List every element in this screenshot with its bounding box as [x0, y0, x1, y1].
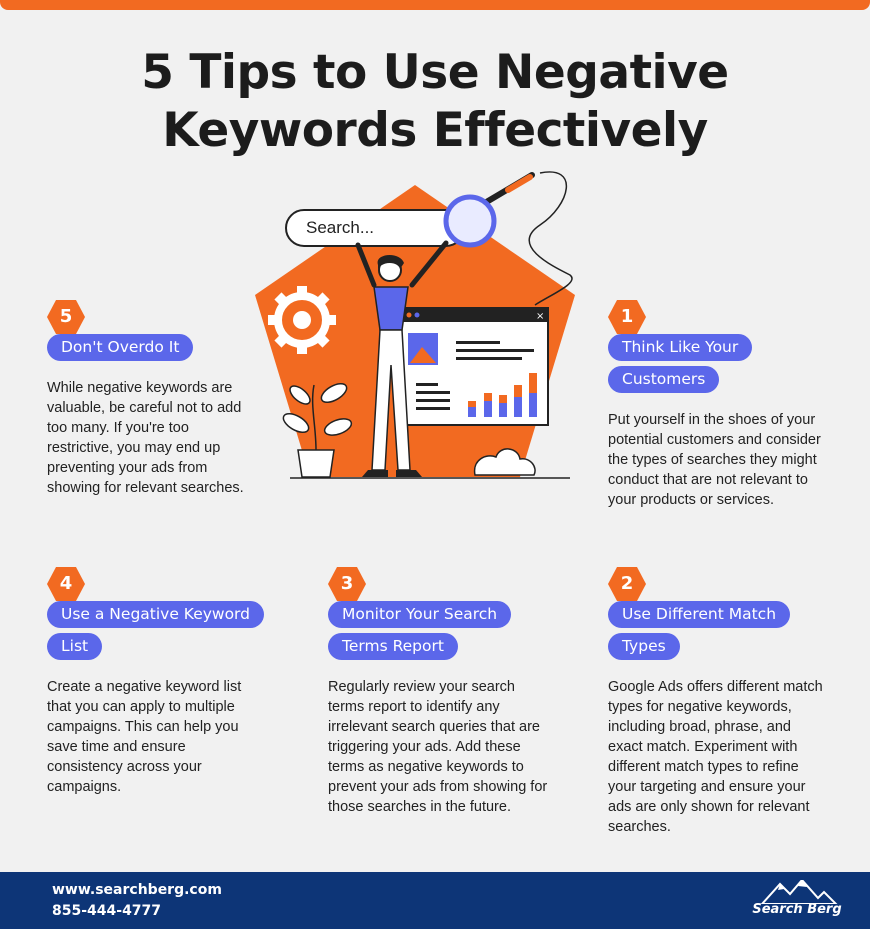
tip-heading-line-2: Terms Report	[328, 633, 458, 660]
plant-pot	[297, 449, 335, 478]
tip-heading-line-1: Think Like Your	[608, 334, 753, 361]
tip-card-1: 1 Think Like Your Customers Put yourself…	[608, 300, 828, 510]
tip-number: 4	[59, 573, 73, 594]
tip-heading-line-2: List	[47, 633, 103, 660]
tip-card-2: 2 Use Different Match Types Google Ads o…	[608, 567, 828, 837]
tip-number: 3	[340, 573, 354, 594]
tip-number: 5	[59, 306, 73, 327]
search-placeholder-text: Search...	[306, 218, 375, 237]
title-line-2: Keywords Effectively	[162, 103, 708, 158]
tip-body: Google Ads offers different match types …	[608, 679, 823, 835]
svg-text:×: ×	[536, 311, 544, 322]
tip-number-badge: 2	[608, 567, 646, 601]
tip-number-badge: 1	[608, 300, 646, 334]
tip-number-badge: 3	[328, 567, 366, 601]
footer-phone: 855-444-4777	[52, 903, 162, 919]
tip-heading-line-2: Types	[608, 633, 680, 660]
footer-bar: www.searchberg.com 855-444-4777 Search B…	[0, 872, 870, 929]
tip-body: Put yourself in the shoes of your potent…	[608, 412, 821, 508]
tip-heading-line-1: Use Different Match	[608, 601, 791, 628]
mountain-logo-icon	[759, 878, 839, 905]
footer-website-link[interactable]: www.searchberg.com	[52, 882, 222, 898]
page-title: 5 Tips to Use Negative Keywords Effectiv…	[0, 44, 870, 160]
tip-body: Regularly review your search terms repor…	[328, 679, 548, 815]
gear-icon	[268, 286, 336, 354]
tip-card-3: 3 Monitor Your Search Terms Report Regul…	[328, 567, 548, 817]
tip-heading-line-1: Use a Negative Keyword	[47, 601, 264, 628]
top-accent-bar	[0, 0, 870, 10]
tip-number: 1	[620, 306, 634, 327]
tip-card-5: 5 Don't Overdo It While negative keyword…	[47, 300, 257, 498]
tip-body: Create a negative keyword list that you …	[47, 679, 242, 795]
tip-number: 2	[620, 573, 634, 594]
brand-logo: Search Berg	[752, 878, 842, 922]
hero-artwork: ×	[255, 171, 575, 479]
brand-logo-text: Search Berg	[752, 902, 842, 917]
figure-shirt	[373, 286, 409, 331]
tip-number-badge: 5	[47, 300, 85, 334]
tip-heading-line-2: Customers	[608, 366, 720, 393]
title-line-1: 5 Tips to Use Negative	[141, 45, 729, 100]
tip-card-4: 4 Use a Negative Keyword List Create a n…	[47, 567, 264, 797]
tip-number-badge: 4	[47, 567, 85, 601]
tip-body: While negative keywords are valuable, be…	[47, 380, 244, 496]
tip-heading: Don't Overdo It	[47, 334, 194, 361]
tip-heading-line-1: Monitor Your Search	[328, 601, 512, 628]
magnifier-icon	[443, 194, 497, 248]
hero-illustration: × Search...	[250, 165, 590, 485]
